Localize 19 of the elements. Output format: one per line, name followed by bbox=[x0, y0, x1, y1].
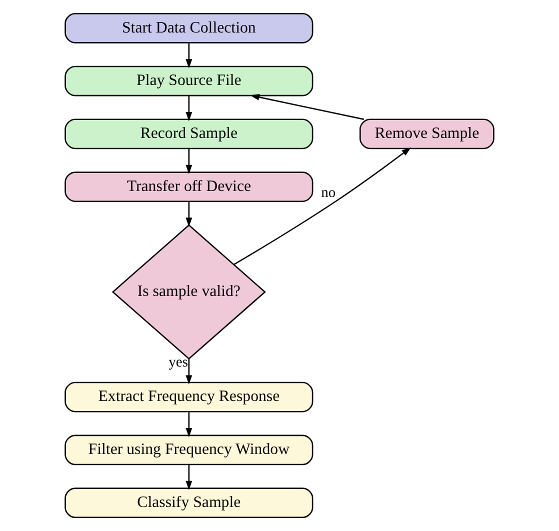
node-box: Classify Sample bbox=[64, 488, 314, 518]
arrow bbox=[186, 358, 192, 384]
arrow bbox=[186, 148, 192, 174]
arrow bbox=[186, 465, 192, 490]
node-box: Start Data Collection bbox=[64, 12, 314, 44]
arrow bbox=[250, 94, 364, 120]
arrow bbox=[186, 202, 192, 227]
arrow bbox=[186, 96, 192, 122]
node-box: Transfer off Device bbox=[64, 172, 314, 202]
node-diamond: Is sample valid? bbox=[112, 224, 266, 360]
arrow bbox=[186, 43, 192, 68]
node-box: Filter using Frequency Window bbox=[64, 434, 314, 466]
arrow bbox=[234, 147, 411, 266]
node-box: Play Source File bbox=[64, 66, 314, 96]
arrow bbox=[186, 412, 192, 438]
edge-label: no bbox=[321, 185, 336, 202]
node-box: Remove Sample bbox=[360, 118, 494, 150]
node-box: Extract Frequency Response bbox=[64, 382, 314, 412]
node-box: Record Sample bbox=[64, 118, 314, 150]
